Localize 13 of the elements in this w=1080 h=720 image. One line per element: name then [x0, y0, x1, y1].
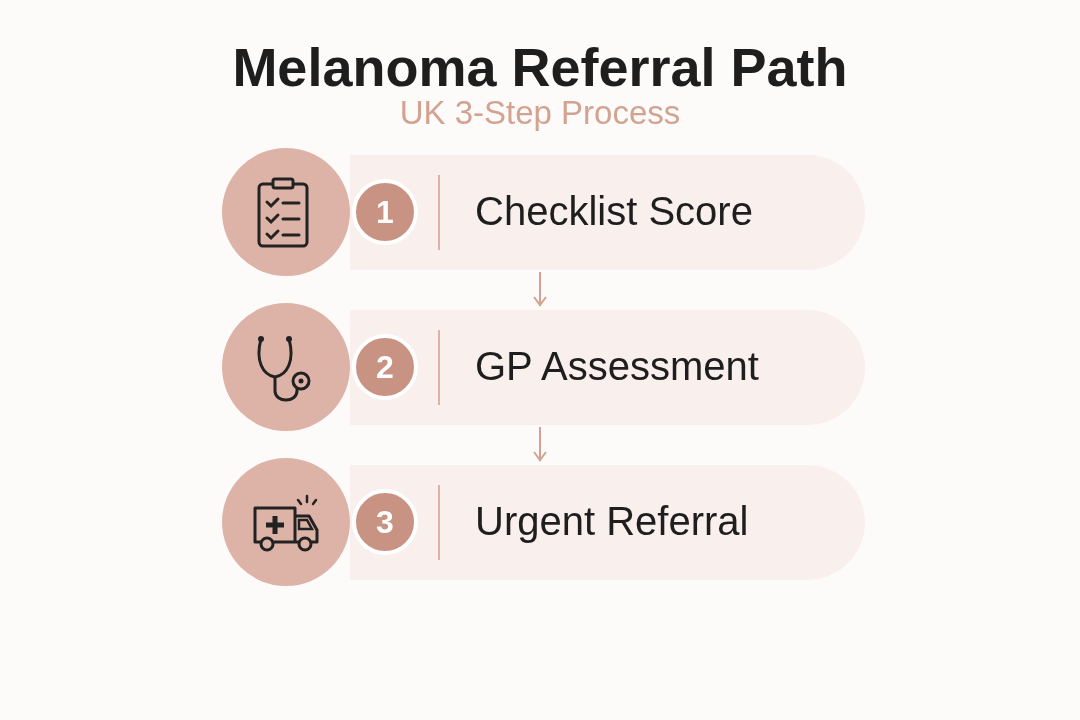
step-pill [350, 155, 865, 270]
step-label: Urgent Referral [475, 501, 749, 541]
step-number-badge: 2 [352, 334, 418, 400]
step-label: Checklist Score [475, 191, 753, 231]
step-pill [350, 310, 865, 425]
arrow [533, 271, 547, 307]
step-number-badge: 3 [352, 489, 418, 555]
step-label: GP Assessment [475, 346, 759, 386]
title: Melanoma Referral Path [232, 40, 848, 94]
step-pill [350, 465, 865, 580]
step-number-badge: 1 [352, 179, 418, 245]
subtitle: UK 3-Step Process [399, 96, 681, 129]
arrow [533, 426, 547, 462]
